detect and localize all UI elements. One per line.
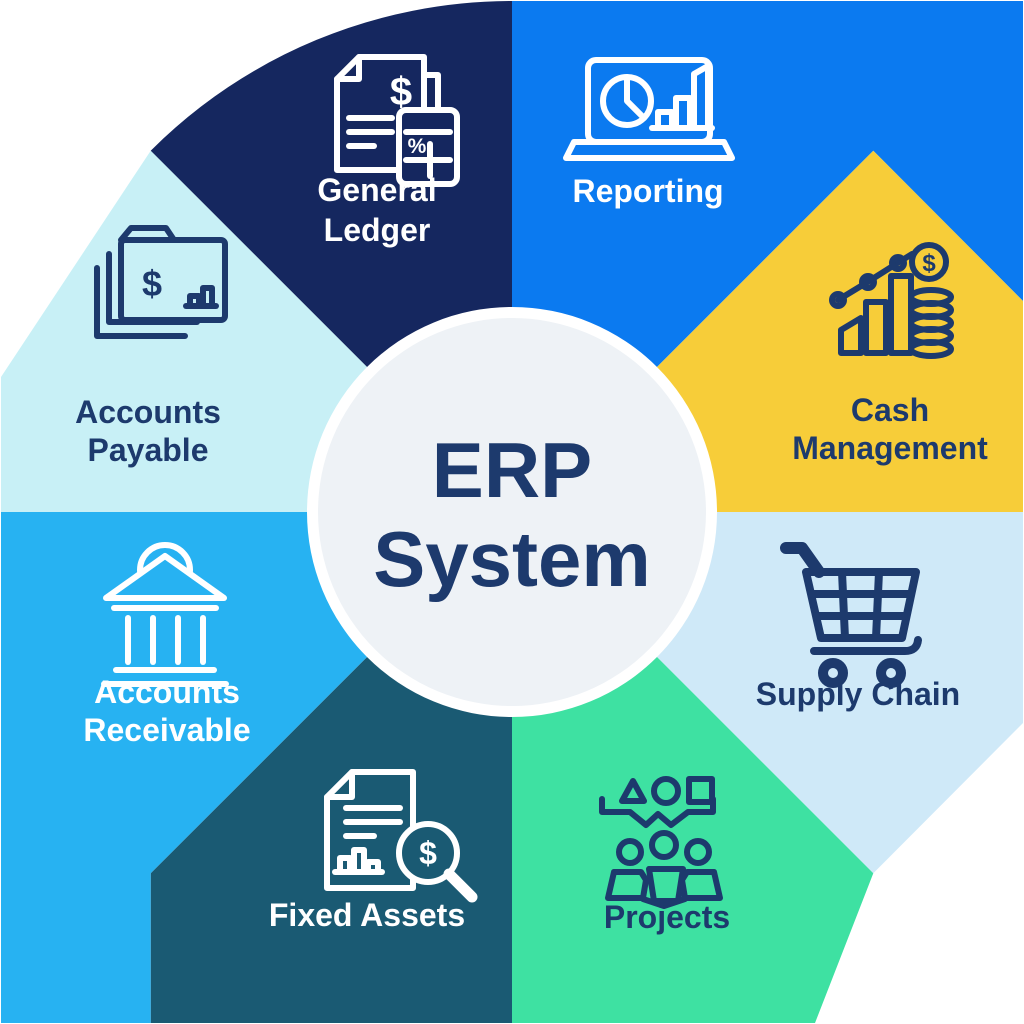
bank-coin-icon: $ [101,542,229,687]
general-ledger-label-line1: General [317,172,436,208]
svg-text:$: $ [142,263,162,304]
center-title-line1: ERP [432,426,592,514]
fixed-assets-label: Fixed Assets [269,897,465,933]
laptop-charts-icon [563,57,735,161]
segment-accounts-receivable [1,512,367,1023]
svg-text:$: $ [390,70,412,114]
document-magnifier-dollar-icon: $ [324,769,478,903]
segment-supply-chain [657,512,1023,874]
general-ledger-label-line2: Ledger [324,212,431,248]
segment-accounts-payable [1,150,367,512]
svg-text:%: % [408,135,427,158]
svg-text:$: $ [922,250,936,277]
accounts-receivable-label-line1: Accounts [94,674,240,710]
supply-chain-label: Supply Chain [756,676,960,712]
accounts-receivable-label-line2: Receivable [83,712,250,748]
svg-text:$: $ [419,835,437,871]
segment-reporting [512,1,1023,367]
center-title-line2: System [373,515,651,603]
cash-management-label-line1: Cash [851,392,929,428]
segment-fixed-assets [150,657,512,1023]
folders-dollar-chart-icon: $ [94,225,228,339]
team-tasks-icon [599,776,723,909]
reporting-label: Reporting [572,173,723,209]
projects-label: Projects [604,899,730,935]
center-circle [318,318,706,706]
growth-bars-coins-icon: $ [829,242,954,359]
shopping-cart-icon [780,542,922,688]
accounts-payable-label-line1: Accounts [75,394,221,430]
cash-management-label-line2: Management [792,430,988,466]
ledger-document-calculator-icon: $ % [334,54,460,187]
segment-labels: General Ledger Reporting Cash Management… [75,172,988,935]
accounts-payable-label-line2: Payable [88,432,209,468]
